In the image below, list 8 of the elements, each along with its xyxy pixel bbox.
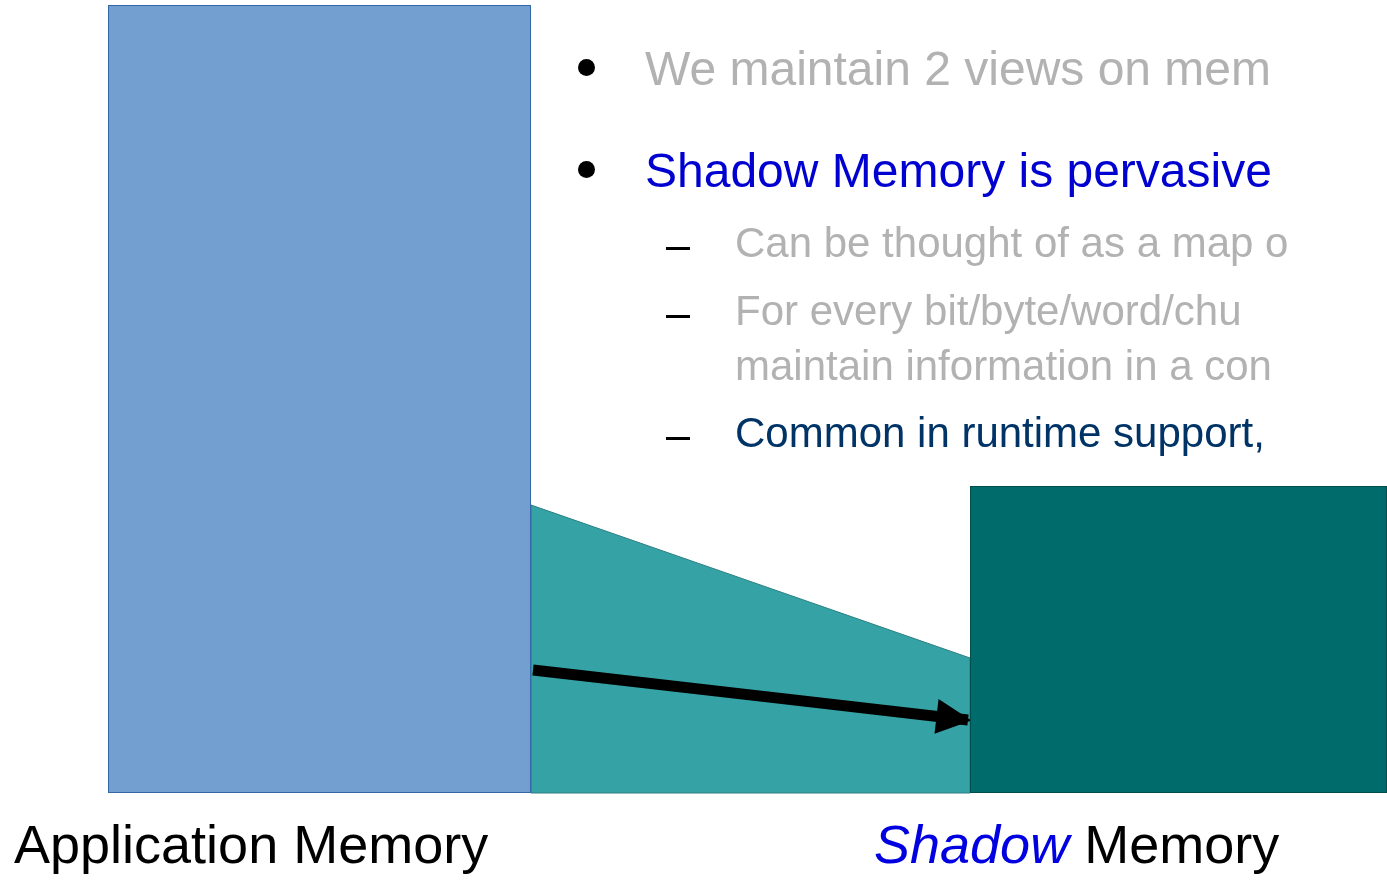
- arrow: [532, 664, 972, 734]
- sub-bullet-text: Common in runtime support,: [735, 408, 1266, 458]
- bullet-text: Shadow Memory is pervasive: [645, 143, 1273, 199]
- block-caption: Shadow Memory: [874, 813, 1280, 875]
- bullet-text: We maintain 2 views on mem: [645, 41, 1272, 97]
- sub-bullet-text: Can be thought of as a map o: [735, 218, 1290, 268]
- block-caption: Application Memory: [14, 813, 489, 875]
- sub-bullet-text: For every bit/byte/word/chu maintain information in a con: [735, 286, 1273, 391]
